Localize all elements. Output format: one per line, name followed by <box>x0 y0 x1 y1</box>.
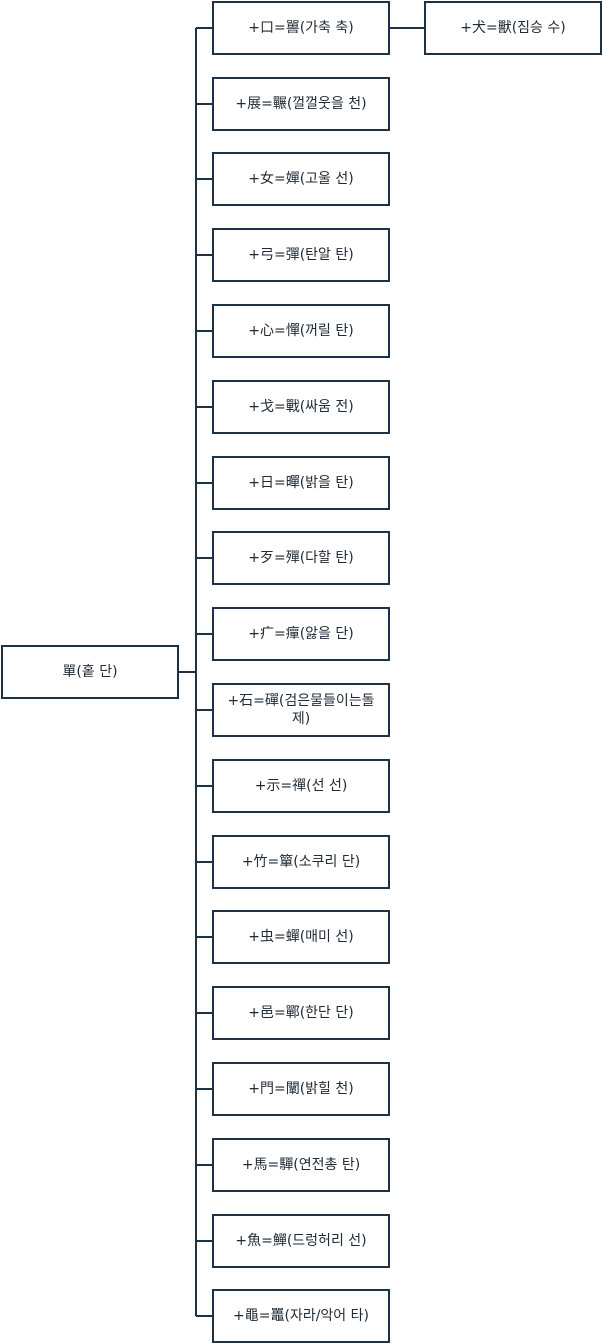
child-node-5: +心=憚(꺼릴 탄) <box>212 304 390 358</box>
child-node-9: +疒=癉(앓을 단) <box>212 607 390 661</box>
child-node-12: +竹=簞(소쿠리 단) <box>212 835 390 889</box>
child-node-2: +展=囅(껄껄웃을 천) <box>212 77 390 131</box>
child-node-11: +示=禪(선 선) <box>212 759 390 813</box>
child-node-6: +戈=戰(싸움 전) <box>212 380 390 434</box>
child-node-8: +歹=殫(다할 탄) <box>212 531 390 585</box>
child-node-13: +虫=蟬(매미 선) <box>212 910 390 964</box>
child-node-1: +口=嘼(가축 축) <box>212 1 390 55</box>
child-node-3: +女=嬋(고울 선) <box>212 152 390 206</box>
child-node-17: +魚=鱓(드렁허리 선) <box>212 1214 390 1268</box>
grandchild-node: +犬=獸(짐승 수) <box>424 1 602 55</box>
child-node-4: +弓=彈(탄알 탄) <box>212 228 390 282</box>
child-node-14: +邑=鄲(한단 단) <box>212 986 390 1040</box>
child-node-18: +黽=鼉(자라/악어 타) <box>212 1289 390 1343</box>
child-node-10: +石=磾(검은물들이는돌 제) <box>212 683 390 737</box>
child-node-7: +日=暺(밝을 탄) <box>212 456 390 510</box>
child-node-15: +門=闡(밝힐 천) <box>212 1062 390 1116</box>
child-node-16: +馬=驒(연전총 탄) <box>212 1138 390 1192</box>
root-node: 單(홑 단) <box>1 645 179 699</box>
